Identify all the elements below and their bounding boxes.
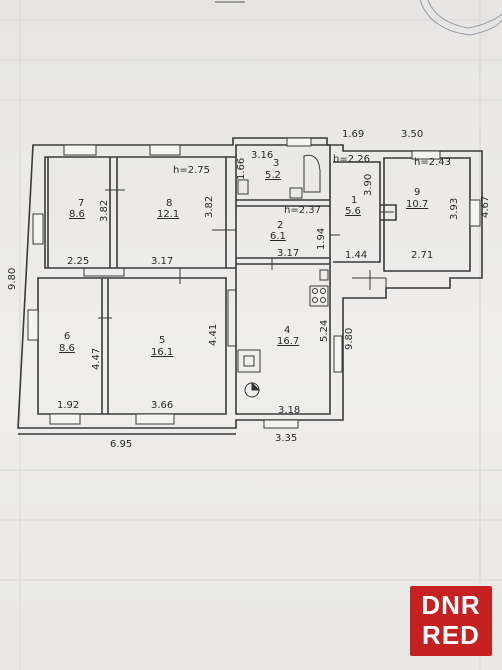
height-main: h=2.75 <box>173 165 210 176</box>
room-9-area: 10.7 <box>406 199 428 210</box>
room-8-number: 8 <box>166 198 172 209</box>
dim-r8-width: 3.17 <box>151 256 173 267</box>
dim-top-annex: 3.50 <box>401 129 423 140</box>
dim-r6-width: 1.92 <box>57 400 79 411</box>
dim-r3-height: 1.66 <box>236 158 247 180</box>
dim-bottom-left: 6.95 <box>110 439 132 450</box>
watermark-logo: DNR RED <box>410 586 492 656</box>
height-annex: h=2.43 <box>414 157 451 168</box>
room-3-area: 5.2 <box>265 170 281 181</box>
room-2-area: 6.1 <box>270 231 286 242</box>
dim-top-entry: 1.69 <box>342 129 364 140</box>
dim-r7-height: 3.82 <box>99 200 110 222</box>
doors <box>98 189 394 319</box>
dim-r1-height: 3.90 <box>363 174 374 196</box>
dim-r9-height: 3.93 <box>449 198 460 220</box>
room-7-number: 7 <box>78 198 84 209</box>
dim-r2-height: 1.94 <box>316 228 327 250</box>
room-2-number: 2 <box>277 220 283 231</box>
height-hall: h=2.37 <box>284 205 321 216</box>
fixtures <box>83 154 387 398</box>
dim-r5-height: 4.41 <box>208 324 219 346</box>
room-1-area: 5.6 <box>345 206 361 217</box>
room-3-number: 3 <box>273 158 279 169</box>
room-5-number: 5 <box>159 335 165 346</box>
dim-r5-width: 3.66 <box>151 400 173 411</box>
dim-annex-outer: 4.67 <box>480 196 491 218</box>
room-9-number: 9 <box>414 187 420 198</box>
dim-r1-width: 1.44 <box>345 250 367 261</box>
room-8-area: 12.1 <box>157 209 179 220</box>
room-7-area: 8.6 <box>69 209 85 220</box>
dim-r6-height: 4.47 <box>91 348 102 370</box>
dim-left-total: 9.80 <box>7 268 18 290</box>
dim-r9-width: 2.71 <box>411 250 433 261</box>
room-4-number: 4 <box>284 325 290 336</box>
dim-r4-width: 3.18 <box>278 405 300 416</box>
room-6-area: 8.6 <box>59 343 75 354</box>
stamp-fragment <box>419 0 502 36</box>
watermark-line-2: RED <box>422 620 480 650</box>
dim-right-total: 9.80 <box>344 328 355 350</box>
dim-bottom-right: 3.35 <box>275 433 297 444</box>
dim-r2-width: 3.17 <box>277 248 299 259</box>
height-entry: h=2.26 <box>333 154 370 165</box>
room-1-number: 1 <box>351 195 357 206</box>
dim-r4-height: 5.24 <box>319 320 330 342</box>
dim-r3-width: 3.16 <box>251 150 273 161</box>
dim-r8-height: 3.82 <box>204 196 215 218</box>
walls <box>17 137 483 435</box>
room-4-area: 16.7 <box>277 336 299 347</box>
watermark-line-1: DNR <box>421 590 481 620</box>
windows <box>27 137 481 429</box>
dim-r7-width: 2.25 <box>67 256 89 267</box>
room-5-area: 16.1 <box>151 347 173 358</box>
room-6-number: 6 <box>64 331 70 342</box>
